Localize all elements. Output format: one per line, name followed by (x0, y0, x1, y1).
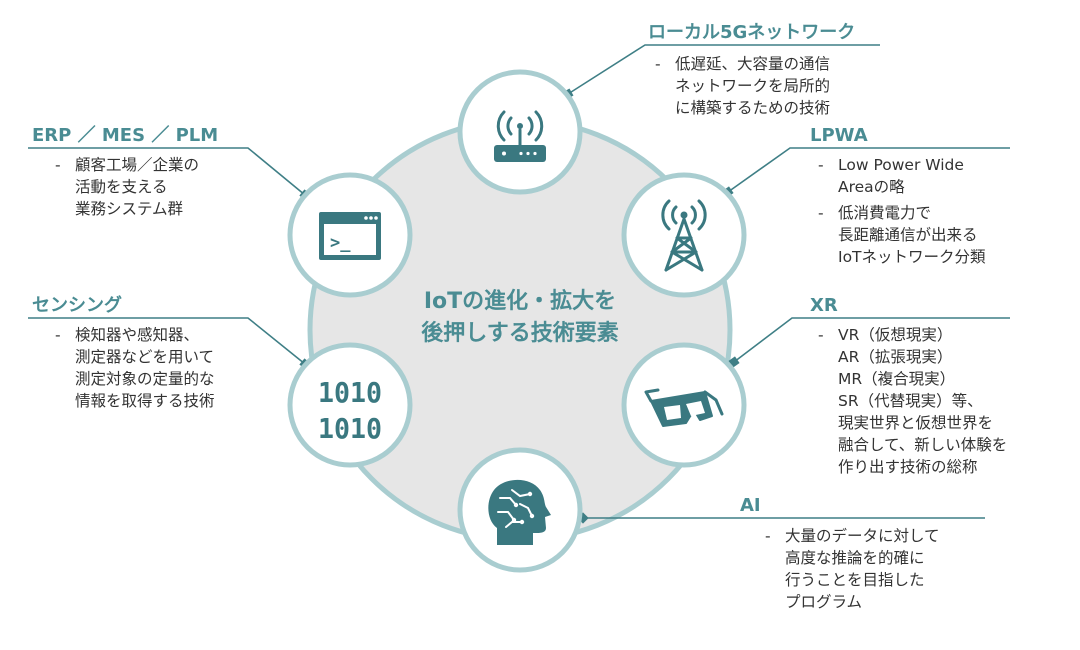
bullet: - 低消費電力で 長距離通信が出来る IoTネットワーク分類 (818, 204, 986, 266)
bullet-line: 作り出す技術の総称 (838, 458, 978, 476)
bullet-line: 活動を支える (75, 178, 168, 196)
connector-local5g (567, 44, 880, 95)
binary-icon: 1010 1010 (318, 376, 382, 445)
binary-line-1: 1010 (318, 376, 382, 409)
connector-lpwa (727, 147, 1010, 193)
node-sensing: 1010 1010 (287, 342, 413, 468)
center-title-line-1: IoTの進化・拡大を (423, 289, 617, 314)
connector-lines (28, 44, 1010, 519)
center-title: IoTの進化・拡大を 後押しする技術要素 (355, 286, 685, 350)
terminal-prompt: >_ (330, 233, 351, 253)
center-title-line-2: 後押しする技術要素 (421, 321, 619, 346)
bullet-line: 測定対象の定量的な (75, 370, 215, 388)
label-xr: XR (810, 295, 838, 316)
label-ai: AI (740, 495, 761, 516)
connector-sensing (28, 317, 306, 365)
bullet-line: 検知器や感知器、 (75, 326, 200, 344)
node-xr (621, 342, 747, 468)
binary-line-2: 1010 (318, 412, 382, 445)
node-circle-sensing (287, 342, 413, 468)
connector-xr (733, 317, 1010, 363)
bullet-line: 測定器などを用いて (75, 348, 215, 366)
label-sensing: センシング (32, 295, 122, 316)
bullet-line: IoTネットワーク分類 (838, 248, 986, 266)
bullet-line: に構築するための技術 (675, 99, 831, 117)
desc-erp: - 顧客工場／企業の 活動を支える 業務システム群 (55, 154, 199, 224)
node-lpwa (621, 172, 747, 298)
router-icon (494, 110, 546, 162)
vr-glasses-icon (644, 388, 724, 427)
node-local5g (457, 69, 583, 195)
bullet-line: SR（代替現実）等、 (838, 392, 983, 410)
bullet-line: ネットワークを局所的 (675, 77, 831, 95)
terminal-window-icon: >_ (319, 212, 381, 260)
connector-erp (28, 147, 306, 196)
bullet-line: 長距離通信が出来る (838, 226, 978, 244)
bullet-line: 現実世界と仮想世界を (838, 414, 994, 432)
bullet: - VR（仮想現実） AR（拡張現実） MR（複合現実） SR（代替現実）等、 … (818, 326, 1008, 476)
bullet-line: MR（複合現実） (838, 370, 956, 388)
bullet: - 低遅延、大容量の通信 ネットワークを局所的 に構築するための技術 (655, 55, 831, 117)
desc-lpwa: - Low Power Wide Areaの略 - 低消費電力で 長距離通信が出… (818, 154, 986, 272)
bullet-line: AR（拡張現実） (838, 348, 953, 366)
bullet-line: 行うことを目指した (785, 571, 925, 589)
bullet-line: 業務システム群 (75, 200, 184, 218)
label-local5g: ローカル5Gネットワーク (648, 22, 856, 43)
bullet-line: 低消費電力で (838, 204, 932, 222)
bullet-line: VR（仮想現実） (838, 326, 953, 344)
cell-tower-icon (661, 199, 707, 272)
label-erp: ERP ／ MES ／ PLM (32, 125, 219, 146)
bullet-line: 高度な推論を的確に (785, 549, 925, 567)
bullet-line: Low Power Wide (838, 156, 964, 174)
bullet-line: 大量のデータに対して (785, 527, 940, 545)
bullet: - Low Power Wide Areaの略 (818, 154, 986, 198)
bullet-line: Areaの略 (838, 178, 905, 196)
desc-ai: - 大量のデータに対して 高度な推論を的確に 行うことを目指した プログラム (765, 525, 940, 617)
bullet: - 検知器や感知器、 測定器などを用いて 測定対象の定量的な 情報を取得する技術 (55, 326, 215, 410)
bullet-line: プログラム (785, 593, 863, 611)
ai-head-icon (488, 479, 551, 545)
bullet-line: 低遅延、大容量の通信 (675, 55, 831, 73)
desc-sensing: - 検知器や感知器、 測定器などを用いて 測定対象の定量的な 情報を取得する技術 (55, 324, 215, 416)
bullet: - 顧客工場／企業の 活動を支える 業務システム群 (55, 156, 200, 218)
bullet: - 大量のデータに対して 高度な推論を的確に 行うことを目指した プログラム (765, 527, 940, 611)
bullet-line: 顧客工場／企業の (75, 156, 200, 174)
label-lpwa: LPWA (810, 125, 868, 146)
bullet-line: 情報を取得する技術 (75, 392, 215, 410)
node-erp: >_ (287, 172, 413, 298)
desc-local5g: - 低遅延、大容量の通信 ネットワークを局所的 に構築するための技術 (655, 53, 830, 123)
bullet-line: 融合して、新しい体験を (838, 436, 1008, 454)
node-ai (457, 447, 583, 573)
node-circle-lpwa (621, 172, 747, 298)
desc-xr: - VR（仮想現実） AR（拡張現実） MR（複合現実） SR（代替現実）等、 … (818, 324, 1007, 482)
